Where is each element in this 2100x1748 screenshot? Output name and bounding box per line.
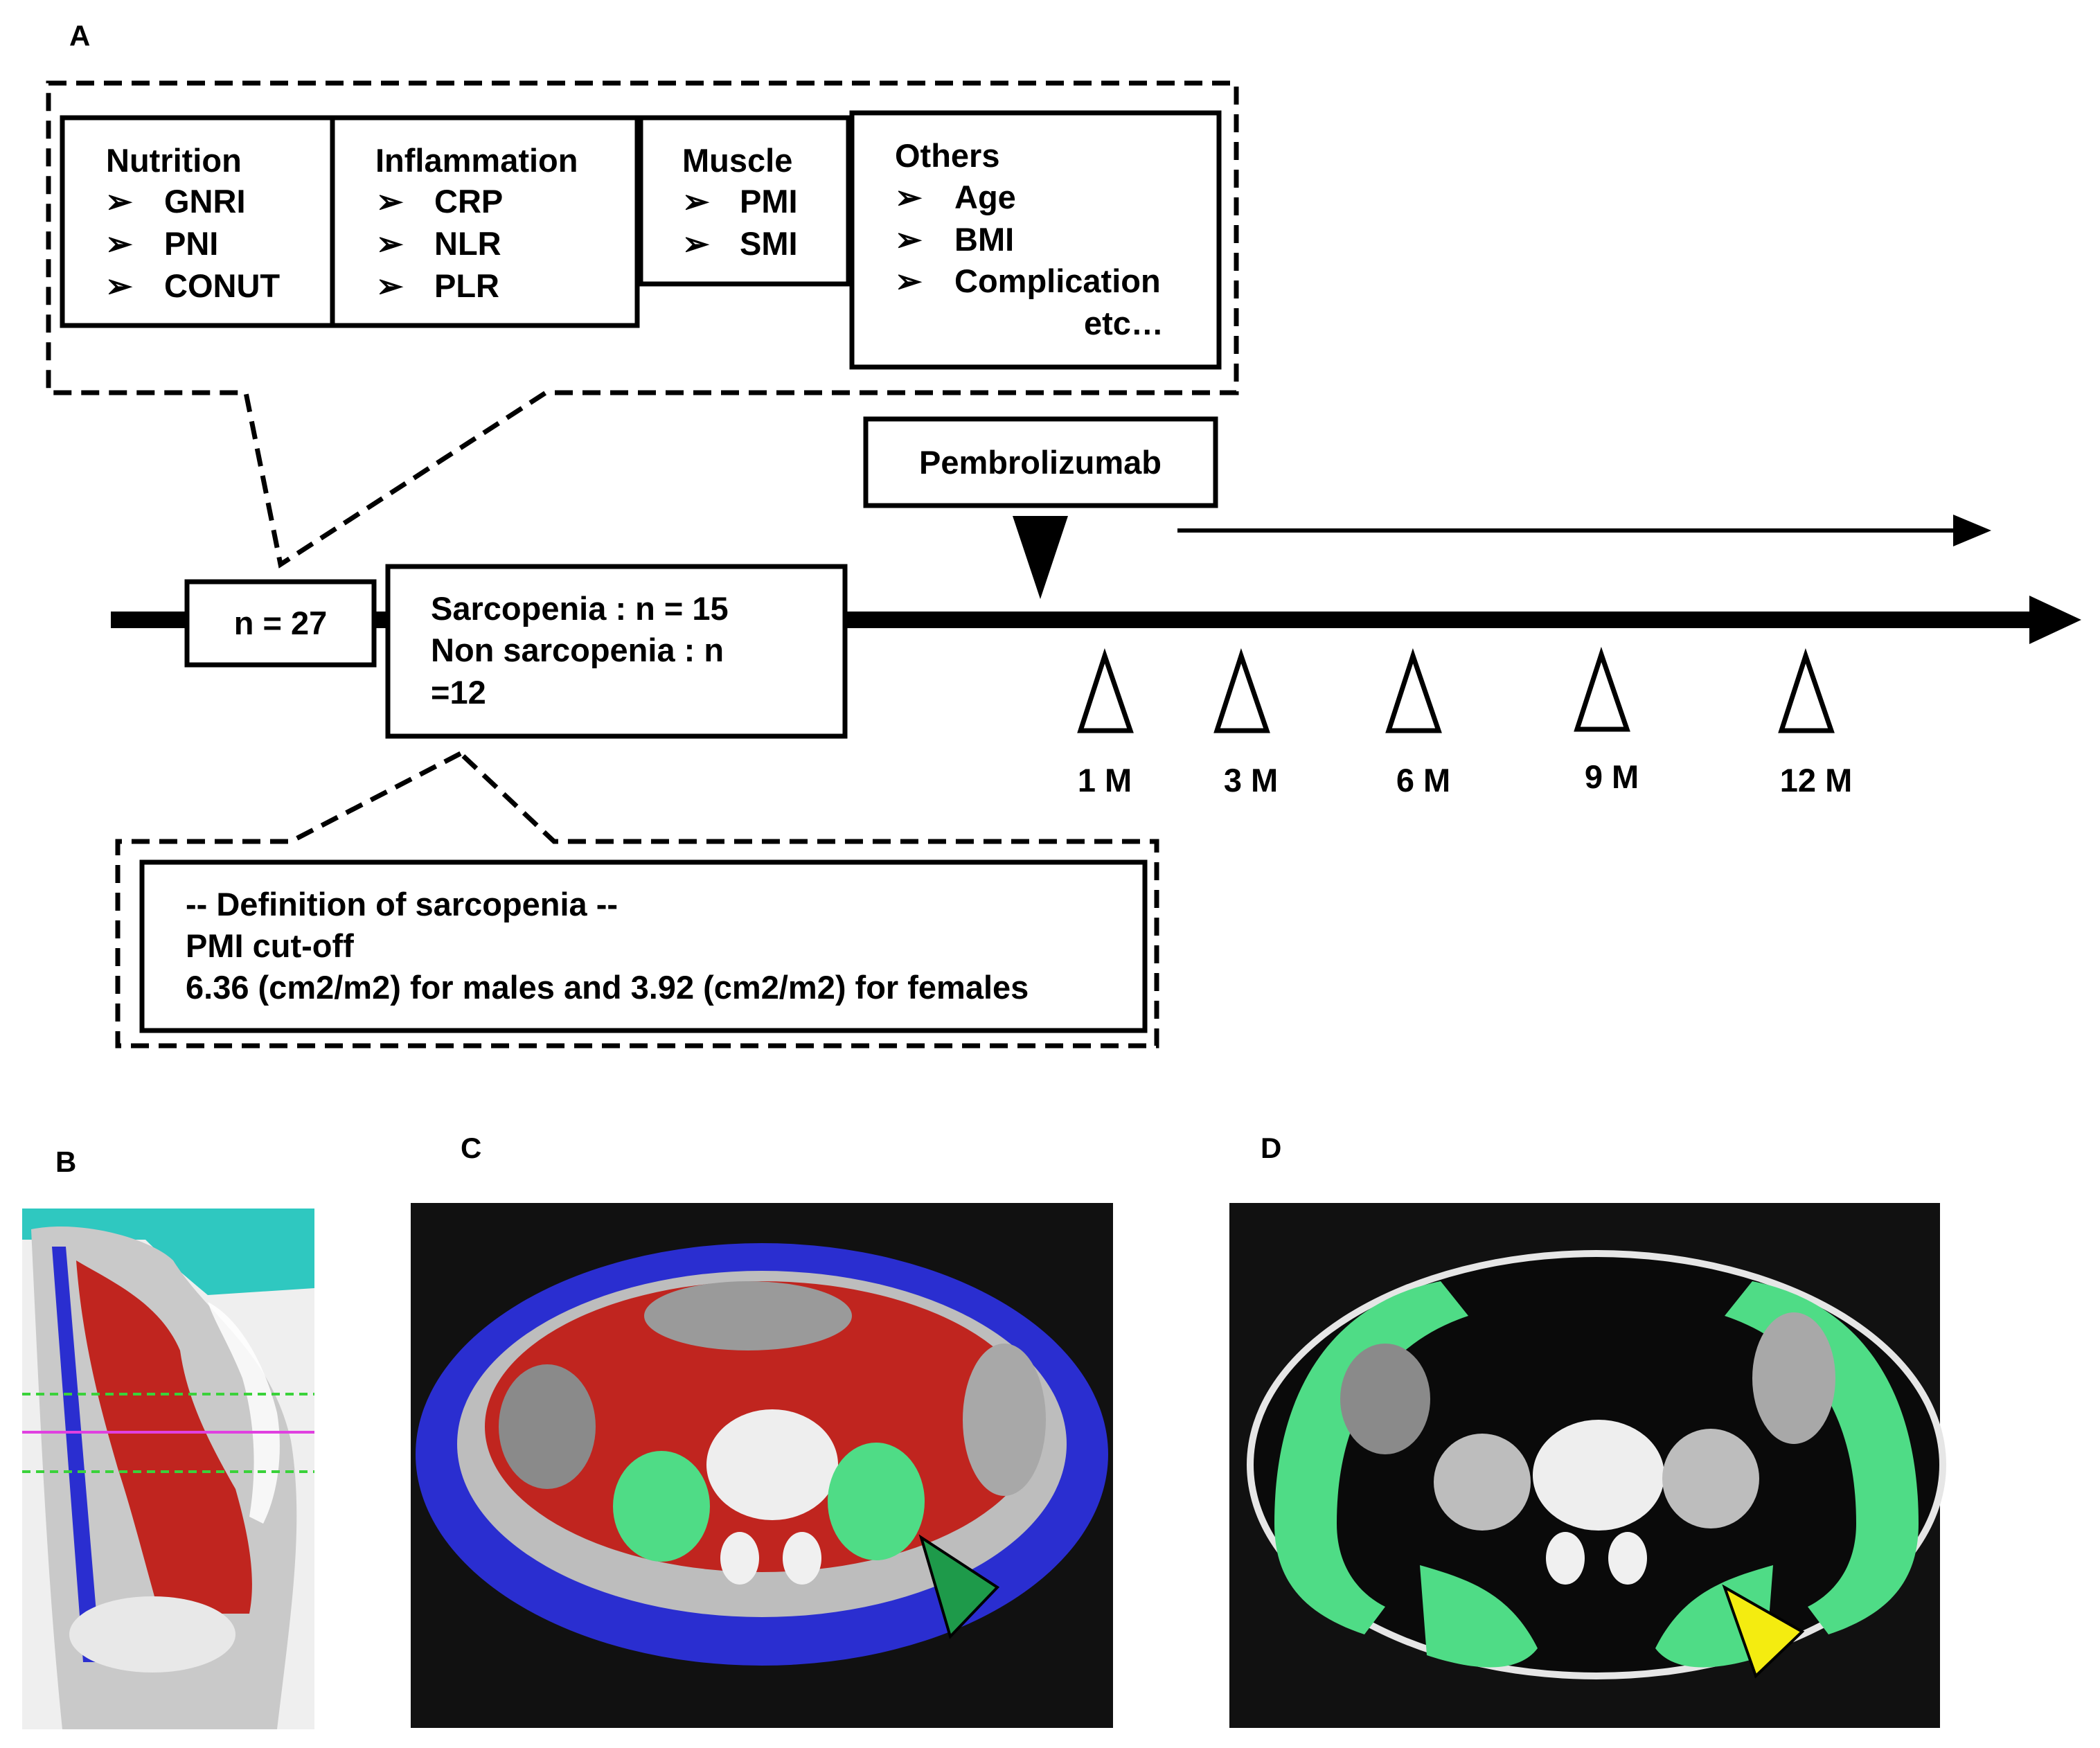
cohort-box: n = 27: [184, 579, 377, 668]
timepoint-marker-icon: [1574, 646, 1630, 732]
panel-label-c: C: [461, 1132, 481, 1164]
definition-line: 6.36 (cm2/m2) for males and 3.92 (cm2/m2…: [186, 969, 1029, 1006]
timepoint-3m: 3 M: [1213, 648, 1278, 799]
bullet-icon: ➢: [105, 267, 133, 304]
cohort-label: n = 27: [234, 605, 328, 641]
bullet-icon: ➢: [895, 221, 923, 258]
category-item: CRP: [434, 183, 503, 220]
category-item: SMI: [740, 225, 798, 262]
bullet-icon: ➢: [895, 262, 923, 299]
muscle-arrow-icon: [1722, 1584, 1805, 1679]
category-item: NLR: [434, 225, 501, 262]
axial-ct-skeletal-muscle-image: [1229, 1203, 1946, 1728]
bullet-icon: ➢: [682, 225, 710, 262]
bullet-icon: ➢: [105, 225, 133, 262]
timepoint-marker-icon: [1385, 648, 1442, 733]
category-item: PLR: [434, 267, 499, 304]
definition-callout: [115, 750, 1159, 1049]
timepoint-label: 6 M: [1396, 762, 1450, 799]
bullet-icon: ➢: [376, 267, 404, 304]
category-title: Muscle: [682, 142, 792, 179]
groups-line: =12: [431, 674, 486, 711]
bullet-icon: ➢: [376, 225, 404, 262]
definition-box: -- Definition of sarcopenia -- PMI cut-o…: [139, 859, 1148, 1033]
category-title: Nutrition: [106, 142, 242, 179]
panel-label-a: A: [69, 19, 90, 52]
category-item: BMI: [954, 221, 1014, 258]
category-nutrition: Nutrition ➢ GNRI ➢ PNI ➢ CONUT: [60, 115, 335, 328]
bullet-icon: ➢: [105, 183, 133, 220]
timepoint-label: 9 M: [1585, 758, 1639, 795]
psoas-arrow-icon: [918, 1534, 1000, 1639]
category-title: Others: [895, 137, 1000, 174]
timepoint-6m: 6 M: [1385, 648, 1450, 799]
timepoint-marker-icon: [1213, 648, 1270, 733]
panel-label-d: D: [1261, 1132, 1281, 1164]
timepoint-label: 12 M: [1780, 762, 1853, 799]
sagittal-ct-image: [22, 1209, 314, 1729]
groups-box: Sarcopenia : n = 15 Non sarcopenia : n =…: [385, 564, 848, 739]
panel-label-b: B: [55, 1145, 76, 1178]
category-item: Age: [954, 179, 1016, 215]
category-item: CONUT: [164, 267, 280, 304]
category-muscle: Muscle ➢ PMI ➢ SMI: [638, 115, 851, 287]
timepoint-label: 3 M: [1224, 762, 1278, 799]
category-inflammation: Inflammation ➢ CRP ➢ NLR ➢ PLR: [330, 115, 640, 328]
category-item: PNI: [164, 225, 218, 262]
category-title: Inflammation: [375, 142, 578, 179]
timeline-arrowhead-icon: [2029, 596, 2081, 644]
definition-heading: -- Definition of sarcopenia --: [186, 886, 618, 922]
category-item: Complication: [954, 262, 1161, 299]
category-item: PMI: [740, 183, 798, 220]
category-item: GNRI: [164, 183, 246, 220]
bullet-icon: ➢: [682, 183, 710, 220]
timepoint-9m: 9 M: [1574, 646, 1639, 795]
administration-marker-icon: [1013, 516, 1068, 599]
timepoint-1m: 1 M: [1077, 648, 1134, 799]
bullet-icon: ➢: [376, 183, 404, 220]
continuation-arrowhead-icon: [1953, 515, 1991, 546]
bullet-icon: ➢: [895, 179, 923, 215]
groups-line: Sarcopenia : n = 15: [431, 590, 729, 627]
drug-box: Pembrolizumab: [863, 416, 1218, 508]
category-others: Others ➢ Age ➢ BMI ➢ Complication etc…: [849, 110, 1222, 370]
axial-ct-psoas-image: [411, 1203, 1113, 1728]
definition-line: PMI cut-off: [186, 927, 354, 964]
timepoint-label: 1 M: [1078, 762, 1132, 799]
timepoint-marker-icon: [1077, 648, 1134, 733]
timepoint-12m: 12 M: [1778, 648, 1853, 799]
categories-callout: [46, 80, 1239, 569]
drug-label: Pembrolizumab: [919, 444, 1162, 481]
timepoint-marker-icon: [1778, 648, 1835, 733]
category-trailer: etc…: [1084, 305, 1164, 341]
groups-line: Non sarcopenia : n: [431, 632, 724, 668]
